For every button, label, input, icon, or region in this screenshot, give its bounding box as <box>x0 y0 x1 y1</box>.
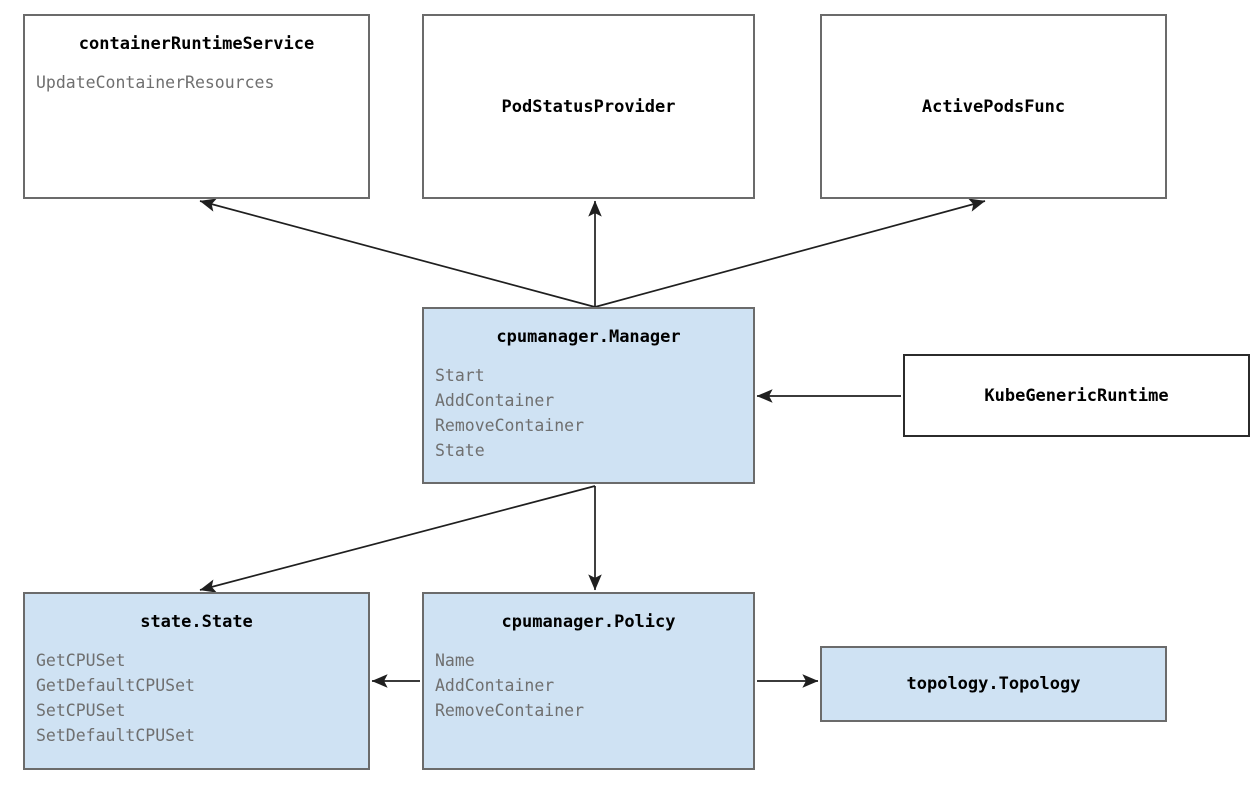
class-node-member: Name <box>435 651 475 670</box>
class-node-title: state.State <box>140 612 253 632</box>
class-node-topology-topology: topology.Topology <box>820 646 1167 722</box>
class-node-member: AddContainer <box>435 391 555 410</box>
class-node-member: GetDefaultCPUSet <box>36 676 195 695</box>
class-node-member: RemoveContainer <box>435 701 585 720</box>
class-node-title: cpumanager.Manager <box>496 327 681 347</box>
class-node-member: SetCPUSet <box>36 701 126 720</box>
class-node-pod-status-provider: PodStatusProvider <box>422 14 755 199</box>
edge-manager-to-container-runtime-service <box>199 198 596 308</box>
class-node-member: State <box>435 441 485 460</box>
class-node-member: Start <box>435 366 485 385</box>
class-node-members: UpdateContainerResources <box>25 70 368 95</box>
class-node-title: topology.Topology <box>906 674 1081 694</box>
class-node-member: GetCPUSet <box>36 651 126 670</box>
class-node-title: cpumanager.Policy <box>501 612 676 632</box>
class-node-title: KubeGenericRuntime <box>984 385 1169 406</box>
class-node-title: containerRuntimeService <box>78 34 315 54</box>
class-node-member: RemoveContainer <box>435 416 585 435</box>
class-node-member: SetDefaultCPUSet <box>36 726 195 745</box>
class-node-member: AddContainer <box>435 676 555 695</box>
edge-manager-to-state-state <box>199 485 596 593</box>
class-node-kube-generic-runtime: KubeGenericRuntime <box>903 354 1250 437</box>
class-node-title: PodStatusProvider <box>501 96 676 117</box>
edge-manager-to-active-pods-func <box>594 198 986 308</box>
class-node-active-pods-func: ActivePodsFunc <box>820 14 1167 199</box>
class-node-title: ActivePodsFunc <box>921 96 1066 117</box>
class-node-member: UpdateContainerResources <box>36 73 275 92</box>
